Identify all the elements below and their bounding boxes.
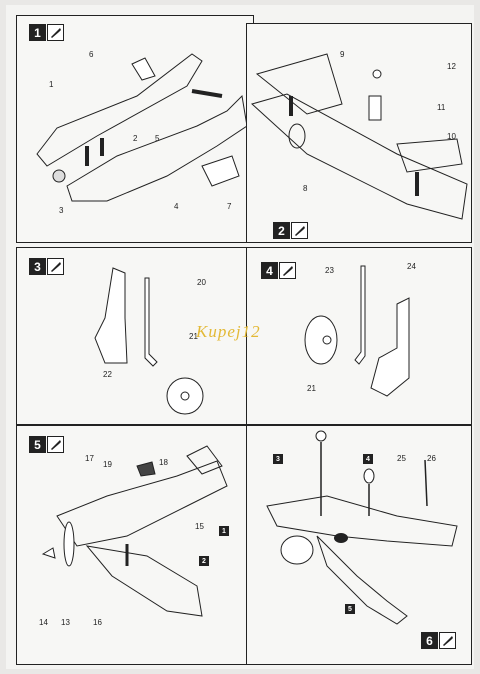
part-label: 4 (174, 202, 179, 211)
step-2-panel: 9 12 11 10 8 2 (246, 23, 472, 243)
part-label: 11 (437, 103, 446, 112)
step-1-diagram (36, 53, 248, 202)
part-label: 21 (307, 384, 316, 393)
step-5-number: 5 (29, 436, 46, 453)
part-label: 15 (195, 522, 204, 531)
step-3-panel: 3 20 21 22 (16, 247, 248, 425)
part-label: 19 (103, 460, 112, 469)
ref-badge: 3 (273, 454, 283, 464)
instruction-sheet: 1 6 1 2 5 3 4 7 9 1 (6, 5, 474, 669)
step-6-number: 6 (421, 632, 438, 649)
part-label: 24 (407, 262, 416, 271)
glue-icon (47, 258, 64, 275)
ref-badge: 4 (363, 454, 373, 464)
part-label: 7 (227, 202, 232, 211)
part-label: 21 (189, 332, 198, 341)
ref-badge: 1 (219, 526, 229, 536)
part-label: 13 (61, 618, 70, 627)
step-5-diagram (41, 445, 228, 617)
watermark: Kupej12 (196, 322, 261, 341)
part-label: 17 (85, 454, 94, 463)
step-3-diagram (94, 267, 204, 415)
step-2-number: 2 (273, 222, 290, 239)
part-label: 16 (93, 618, 102, 627)
glue-icon (279, 262, 296, 279)
part-label: 9 (340, 50, 345, 59)
part-label: 26 (427, 454, 436, 463)
step-4-panel: 4 23 24 21 (246, 247, 472, 425)
step-1-number: 1 (29, 24, 46, 41)
step-2-diagram (250, 53, 468, 220)
part-label: 10 (447, 132, 456, 141)
step-6-diagram (266, 430, 458, 625)
part-label: 12 (447, 62, 456, 71)
glue-icon (291, 222, 308, 239)
glue-icon (47, 24, 64, 41)
part-label: 14 (39, 618, 48, 627)
part-label: 23 (325, 266, 334, 275)
part-label: 25 (397, 454, 406, 463)
part-label: 8 (303, 184, 308, 193)
ref-badge: 2 (199, 556, 209, 566)
part-label: 18 (159, 458, 168, 467)
part-label: 5 (155, 134, 160, 143)
step-6-panel: 3 4 25 26 5 6 (246, 425, 472, 665)
part-label: 1 (49, 80, 54, 89)
step-5-panel: 5 17 19 18 15 14 13 16 1 2 (16, 425, 248, 665)
part-label: 2 (133, 134, 138, 143)
step-4-number: 4 (261, 262, 278, 279)
part-label: 22 (103, 370, 112, 379)
step-4-diagram (304, 265, 410, 397)
part-label: 6 (89, 50, 94, 59)
ref-badge: 5 (345, 604, 355, 614)
step-3-number: 3 (29, 258, 46, 275)
step-1-panel: 1 6 1 2 5 3 4 7 (16, 15, 254, 243)
glue-icon (47, 436, 64, 453)
part-label: 3 (59, 206, 64, 215)
part-label: 20 (197, 278, 206, 287)
glue-icon (439, 632, 456, 649)
